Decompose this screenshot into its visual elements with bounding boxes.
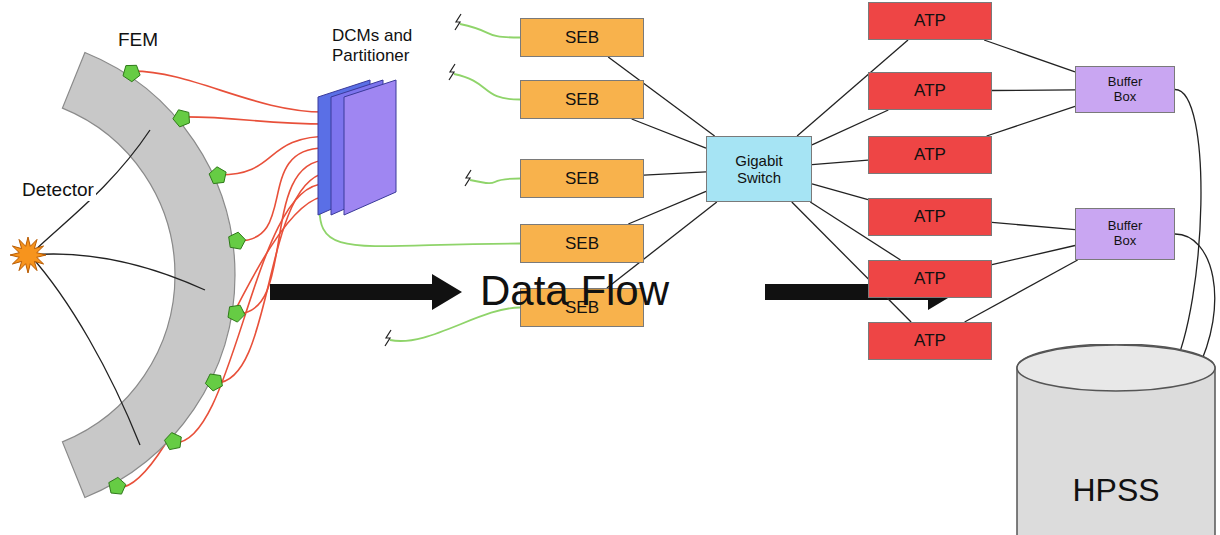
seb-box: SEB <box>520 18 644 57</box>
input-cable <box>460 24 520 38</box>
fem-module <box>123 65 140 81</box>
node-text: Buffer Box <box>1095 219 1155 249</box>
atp-box: ATP <box>868 2 992 40</box>
atp-box: ATP <box>868 260 992 298</box>
connector-line <box>992 222 1075 229</box>
node-text: Buffer Box <box>1095 75 1155 105</box>
collision-star <box>10 237 46 273</box>
hpss-storage: HPSS <box>1016 344 1216 535</box>
particle-track <box>30 254 205 290</box>
node-text: SEB <box>565 90 599 110</box>
seb-box: SEB <box>520 80 644 119</box>
lightning-symbol <box>455 14 461 30</box>
node-text: ATP <box>914 81 946 101</box>
particle-tracks <box>30 130 205 445</box>
fem-module <box>173 110 190 127</box>
flow-arrow <box>270 274 462 310</box>
connector-line <box>987 106 1075 136</box>
seb-box: SEB <box>520 159 644 198</box>
fem-module <box>229 232 246 249</box>
connector-line <box>992 89 1075 91</box>
data-flow-label: Data Flow <box>480 268 669 314</box>
node-text: SEB <box>565 169 599 189</box>
connector-line <box>632 119 706 148</box>
dcm-partitioner: DCMs and Partitioner <box>300 22 450 218</box>
atp-box: ATP <box>868 136 992 174</box>
node-text: ATP <box>914 145 946 165</box>
dcm-panel <box>344 80 396 215</box>
fem-module <box>205 374 222 391</box>
node-text: ATP <box>914 11 946 31</box>
input-cable <box>470 179 520 184</box>
node-text: Gigabit Switch <box>717 152 801 187</box>
connector-line <box>812 184 868 200</box>
fem-module <box>209 167 226 184</box>
seb-box: SEB <box>520 224 644 263</box>
connector-line <box>992 246 1075 265</box>
lightning-symbol <box>449 64 455 80</box>
fem-wire <box>220 136 332 175</box>
fem-label: FEM <box>118 30 158 51</box>
node-text: ATP <box>914 207 946 227</box>
lightning-symbol <box>385 330 391 346</box>
fem-module <box>109 477 126 494</box>
fem-wire <box>183 117 328 124</box>
node-text: ATP <box>914 331 946 351</box>
particle-track <box>30 255 140 445</box>
connector-line <box>984 40 1075 72</box>
atp-box: ATP <box>868 72 992 110</box>
connector-line <box>644 172 706 175</box>
node-text: SEB <box>565 234 599 254</box>
fem-module <box>165 433 182 450</box>
node-text: DCMs and Partitioner <box>332 26 444 65</box>
fem-module <box>228 305 245 322</box>
atp-box: ATP <box>868 198 992 236</box>
gigabit-switch: Gigabit Switch <box>706 136 812 202</box>
input-cable <box>454 74 520 100</box>
buffer-box: Buffer Box <box>1075 66 1175 113</box>
node-text: HPSS <box>1016 472 1216 509</box>
buffer-box: Buffer Box <box>1075 208 1175 260</box>
node-text: SEB <box>565 28 599 48</box>
connector-line <box>812 160 868 165</box>
connector-line <box>1172 90 1201 372</box>
atp-box: ATP <box>868 322 992 360</box>
detector-ring <box>62 52 235 497</box>
node-text: ATP <box>914 269 946 289</box>
detector-label: Detector <box>20 180 96 201</box>
lightning-symbol <box>465 170 471 186</box>
